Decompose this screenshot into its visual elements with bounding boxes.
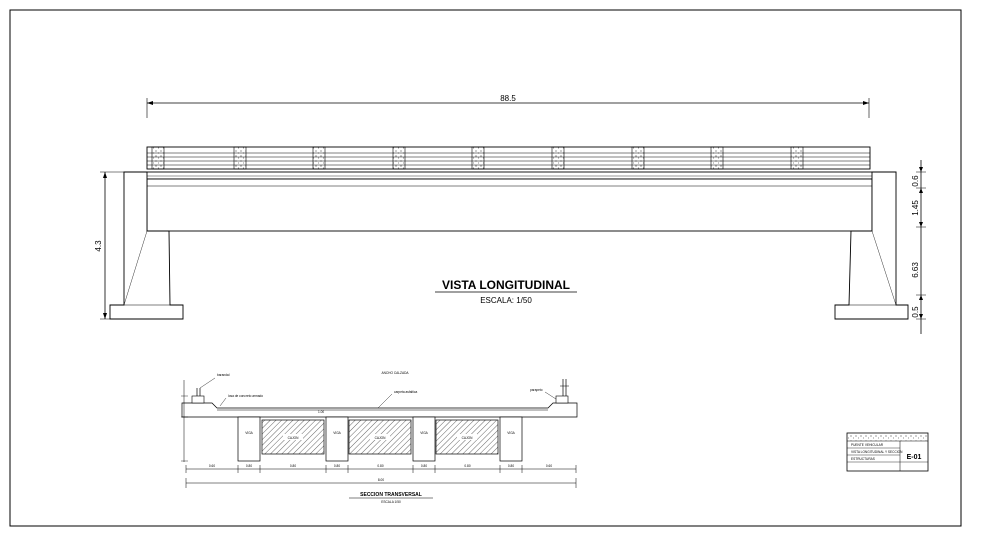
hatched-boxes: CAJON CAJON CAJON xyxy=(261,419,499,455)
label-deck: ANCHO CALZADA xyxy=(381,371,409,375)
title-block-line2: VISTA LONGITUDINAL Y SECCION xyxy=(851,450,903,454)
bottom-dim-label-6: 0.80 xyxy=(421,464,427,468)
railing-post-3 xyxy=(312,146,326,170)
longitudinal-scale: ESCALA: 1/50 xyxy=(480,296,532,305)
railing xyxy=(146,146,871,170)
right-dim-3: 6.63 xyxy=(911,262,920,278)
right-dim-2: 1.45 xyxy=(911,200,920,216)
railing-post-8 xyxy=(710,146,724,170)
longitudinal-title: VISTA LONGITUDINAL xyxy=(442,278,570,292)
beam-label-1: VIGA xyxy=(245,431,253,435)
left-abutment xyxy=(109,171,184,320)
railing-post-2 xyxy=(233,146,247,170)
longitudinal-view: 88.5 xyxy=(94,94,926,334)
beam-label-2: VIGA xyxy=(333,431,341,435)
beam-label-3: VIGA xyxy=(420,431,428,435)
right-parapet xyxy=(555,395,569,404)
box-label-3: CAJON xyxy=(462,436,474,440)
railing-post-9 xyxy=(790,146,804,170)
beam-label-4: VIGA xyxy=(507,431,515,435)
height-dimension: 4.3 xyxy=(94,171,124,320)
bottom-dim-label-7: 0.80 xyxy=(464,464,470,468)
bottom-dim-label-2: 0.80 xyxy=(246,464,252,468)
box-label-2: CAJON xyxy=(375,436,387,440)
label-lane: 1.00 xyxy=(318,410,324,414)
box-label-1: CAJON xyxy=(288,436,300,440)
railing-post-6 xyxy=(551,146,565,170)
height-dimension-label: 4.3 xyxy=(94,240,103,252)
annotations: barandal ANCHO CALZADA carpeta asfaltica… xyxy=(199,371,557,414)
label-railing: barandal xyxy=(217,373,230,377)
label-pavement: carpeta asfaltica xyxy=(394,390,417,394)
span-dimension-label: 88.5 xyxy=(500,94,516,103)
bottom-dim-label-8: 0.80 xyxy=(508,464,514,468)
title-block: PUENTE VEHICULAR VISTA LONGITUDINAL Y SE… xyxy=(846,432,929,472)
title-block-line1: PUENTE VEHICULAR xyxy=(851,443,884,447)
railing-post-1 xyxy=(151,146,165,170)
label-slab: losa de concreto armado xyxy=(228,394,263,398)
cross-section-title: SECCION TRANSVERSAL xyxy=(360,492,422,498)
bottom-dim-label-4: 0.80 xyxy=(334,464,340,468)
railing-post-7 xyxy=(631,146,645,170)
bottom-dim-label-9: 0.60 xyxy=(546,464,552,468)
beams: VIGA VIGA VIGA VIGA xyxy=(237,416,523,462)
railing-post-5 xyxy=(471,146,485,170)
left-parapet xyxy=(191,395,205,404)
right-dim-1: 0.6 xyxy=(911,175,920,187)
railing-post-4 xyxy=(392,146,406,170)
cross-section-scale: ESCALA 1/50 xyxy=(381,500,401,504)
deck-beam xyxy=(123,171,897,232)
bottom-dimension-chain: 0.60 0.80 0.80 0.80 0.80 0.80 0.80 0.80 0.60 8.0… xyxy=(185,464,577,488)
bottom-dim-label-5: 0.80 xyxy=(377,464,383,468)
right-abutment xyxy=(834,171,909,320)
sheet-border xyxy=(9,9,962,527)
title-block-line3: ESTRUCTURAS xyxy=(851,457,875,461)
right-dimension-chain: 0.6 1.45 6.63 0.5 xyxy=(911,160,926,334)
span-dimension: 88.5 xyxy=(146,94,870,118)
cross-section: VIGA VIGA VIGA VIGA CAJON CAJON CAJON ba… xyxy=(181,371,578,504)
title-block-sheet: E-01 xyxy=(907,454,922,461)
right-dim-4: 0.5 xyxy=(911,306,920,318)
bottom-dim-label-3: 0.80 xyxy=(290,464,296,468)
bottom-dim-label-1: 0.60 xyxy=(209,464,215,468)
total-dimension-label: 8.00 xyxy=(378,478,384,482)
label-parapet: parapeto xyxy=(530,388,543,392)
